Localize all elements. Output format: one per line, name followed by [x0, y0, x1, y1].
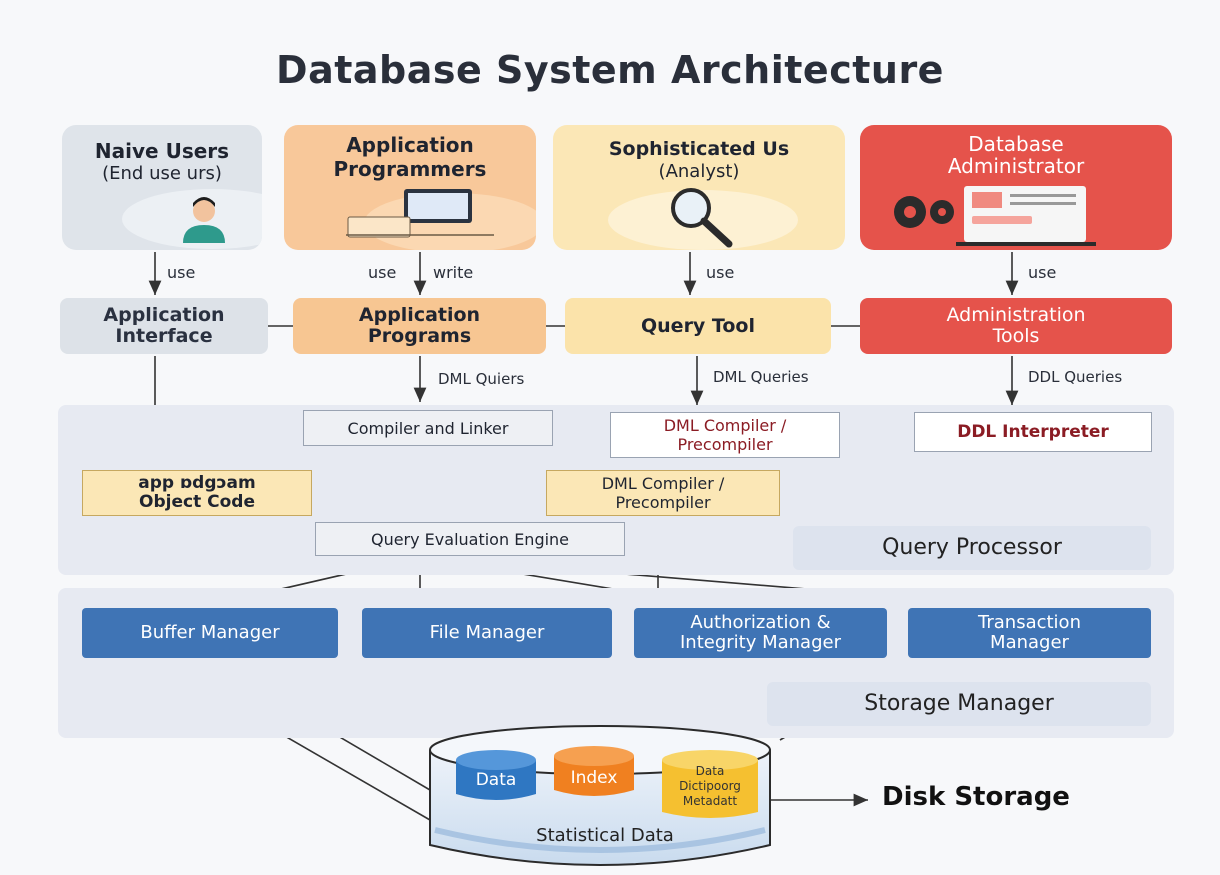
- file-manager-label: File Manager: [429, 622, 545, 643]
- laptop-icon: [346, 189, 536, 250]
- dml-compiler-1-line1: DML Compiler /: [663, 416, 787, 435]
- object-code-line1: app ɒdgɔam: [138, 473, 256, 493]
- ddl-interpreter-label: DDL Interpreter: [957, 421, 1109, 442]
- administration-tools-line1: Administration: [946, 304, 1086, 326]
- naive-users-subtitle: (End use urs): [102, 163, 222, 184]
- object-code-box: app ɒdgɔam Object Code: [82, 470, 312, 516]
- data-store-label: Data: [475, 770, 517, 790]
- edge-label-ddl: DDL Queries: [1028, 368, 1123, 386]
- dml-compiler-2-line1: DML Compiler /: [601, 474, 725, 493]
- dml-compiler-1-line2: Precompiler: [677, 435, 773, 454]
- dml-compiler-2-line2: Precompiler: [615, 493, 711, 512]
- edge-label-use-3: use: [706, 263, 735, 282]
- dba-title-1: Database: [968, 132, 1064, 156]
- application-programs: Application Programs: [293, 298, 546, 354]
- data-dictionary-line1: Data: [695, 764, 725, 778]
- query-processor-label: Query Processor: [793, 526, 1151, 570]
- query-evaluation-engine-label: Query Evaluation Engine: [370, 529, 570, 549]
- person-icon: [122, 189, 262, 249]
- query-tool: Query Tool: [565, 298, 831, 354]
- edge-label-use-1: use: [167, 263, 196, 282]
- query-evaluation-engine-box: Query Evaluation Engine: [315, 522, 625, 556]
- ddl-interpreter-box: DDL Interpreter: [914, 412, 1152, 452]
- administration-tools-line2: Tools: [992, 325, 1040, 347]
- sophisticated-users-card: Sophisticated Us (Analyst): [553, 125, 845, 250]
- index-store-label: Index: [570, 768, 618, 788]
- object-code-line2: Object Code: [139, 492, 255, 512]
- edge-label-use-2: use: [368, 263, 397, 282]
- programmers-card: Application Programmers: [284, 125, 536, 250]
- transaction-manager-line2: Manager: [990, 632, 1069, 653]
- application-interface: Application Interface: [60, 298, 268, 354]
- dml-compiler-box-2: DML Compiler / Precompiler: [546, 470, 780, 516]
- buffer-manager-box: Buffer Manager: [82, 608, 338, 658]
- programmers-title-2: Programmers: [333, 157, 487, 181]
- edge-label-write: write: [433, 263, 474, 282]
- page-title: Database System Architecture: [276, 48, 944, 92]
- edge-label-use-4: use: [1028, 263, 1057, 282]
- authorization-manager-line1: Authorization &: [690, 612, 831, 633]
- application-interface-line1: Application: [103, 304, 225, 326]
- file-manager-box: File Manager: [362, 608, 612, 658]
- dml-compiler-box-1: DML Compiler / Precompiler: [610, 412, 840, 458]
- data-dictionary-label: Data Dictipoorg Metadatt: [662, 764, 758, 809]
- authorization-manager-box: Authorization & Integrity Manager: [634, 608, 887, 658]
- transaction-manager-box: Transaction Manager: [908, 608, 1151, 658]
- administration-tools: Administration Tools: [860, 298, 1172, 354]
- disk-storage-cylinder: [429, 725, 771, 866]
- naive-users-title: Naive Users: [94, 139, 230, 163]
- data-dictionary-line2: Dictipoorg: [679, 779, 741, 793]
- transaction-manager-line1: Transaction: [978, 612, 1081, 633]
- application-programs-line1: Application: [358, 304, 481, 326]
- compiler-linker-box: Compiler and Linker: [303, 410, 553, 446]
- authorization-manager-line2: Integrity Manager: [679, 632, 841, 653]
- statistical-data-label: Statistical Data: [536, 825, 674, 846]
- edge-label-dml-2: DML Queries: [713, 368, 809, 386]
- dba-title-2: Administrator: [947, 154, 1085, 178]
- edge-label-dml-1: DML Quiers: [438, 370, 525, 388]
- dba-card: Database Administrator: [860, 125, 1172, 250]
- sophisticated-title: Sophisticated Us: [608, 138, 790, 160]
- programmers-title-1: Application: [346, 133, 474, 157]
- application-programs-line2: Programs: [367, 325, 472, 347]
- naive-users-card: Naive Users (End use urs): [62, 125, 262, 250]
- sophisticated-subtitle: (Analyst): [658, 161, 740, 182]
- gears-icon: [894, 186, 1096, 246]
- buffer-manager-label: Buffer Manager: [140, 622, 280, 643]
- magnifier-icon: [608, 188, 798, 250]
- application-interface-line2: Interface: [115, 325, 213, 347]
- compiler-linker-label: Compiler and Linker: [347, 418, 509, 438]
- data-dictionary-line3: Metadatt: [682, 794, 738, 808]
- query-tool-label: Query Tool: [641, 314, 755, 337]
- disk-storage-label: Disk Storage: [882, 782, 1070, 812]
- storage-manager-label: Storage Manager: [767, 682, 1151, 726]
